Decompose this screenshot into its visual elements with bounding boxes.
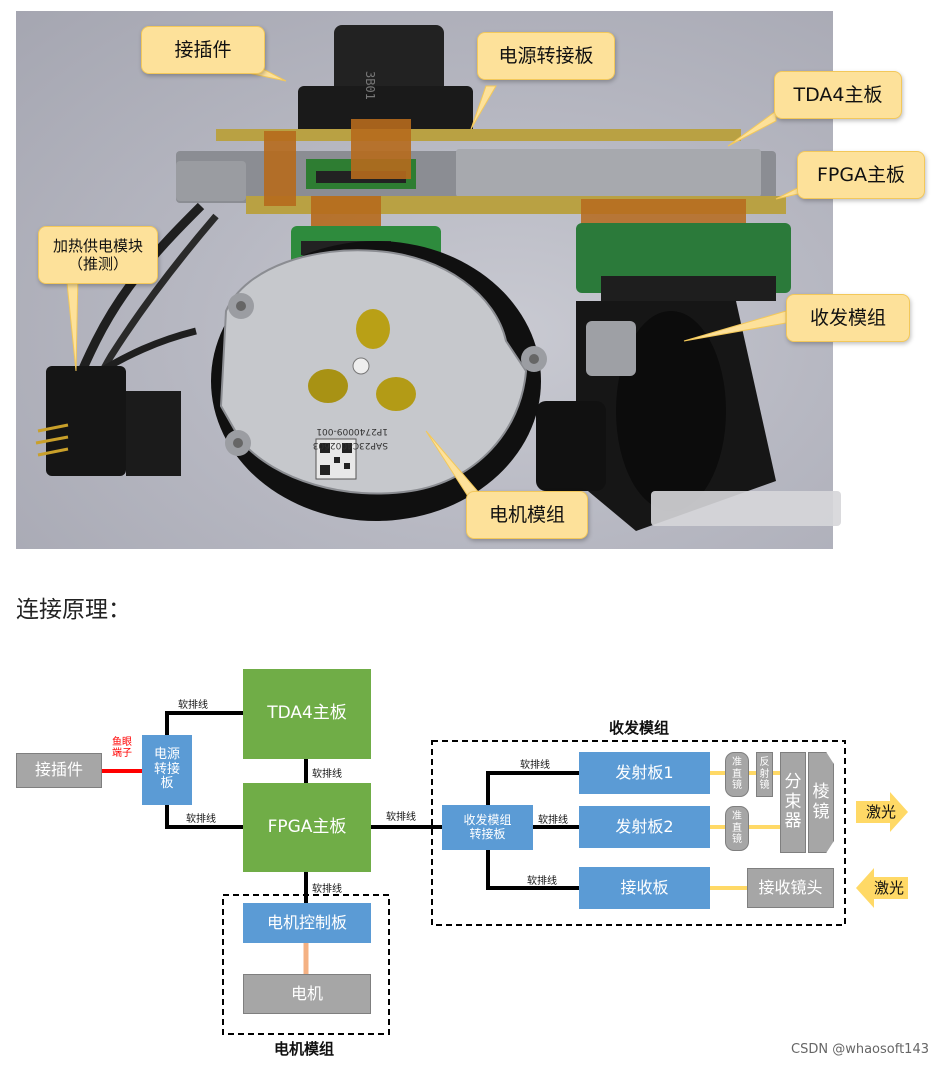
laser-in-arrow xyxy=(856,868,908,908)
motor-group-title: 电机模组 xyxy=(274,1040,335,1058)
emitter1-box: 发射板1 xyxy=(579,752,710,794)
trx-group-border xyxy=(431,740,846,926)
heater-module-shape xyxy=(46,366,126,476)
connector-callout: 接插件 xyxy=(141,26,265,74)
lidar-photo-illustration: 3B01 xyxy=(35,25,841,531)
connector-mark: 3B01 xyxy=(363,71,377,100)
laser-out-label: 激光 xyxy=(866,803,897,821)
ffc-label-trx-emitter1: 软排线 xyxy=(520,760,550,771)
laser-out-arrow xyxy=(856,792,908,832)
ffc-label-fpga-trx: 软排线 xyxy=(386,812,416,823)
fisheye-terminal-label: 鱼眼 端子 xyxy=(112,737,132,759)
motor-label-line2: SAP23C4002603 xyxy=(313,440,388,450)
tda4-box: TDA4主板 xyxy=(243,669,371,759)
connection-diagram: 接插件 鱼眼 端子 电源 转接 板 TDA4主板 FPGA主板 电机控制板 电机… xyxy=(0,640,939,1065)
laser-in-label: 激光 xyxy=(874,879,905,897)
ffc-label-tda4-fpga: 软排线 xyxy=(312,769,342,780)
diagram-lines xyxy=(102,711,908,1035)
receiver-box: 接收板 xyxy=(579,867,710,909)
collimator2-box: 准 直 镜 xyxy=(725,806,749,851)
connection-principle-heading: 连接原理： xyxy=(16,597,131,623)
fpga-box: FPGA主板 xyxy=(243,783,371,872)
beam-splitter-box: 分 束 器 xyxy=(780,752,806,853)
heater-callout: 加热供电模块 （推测） xyxy=(38,226,158,284)
power-fpga-link xyxy=(165,805,243,829)
lidar-teardown-photo: 3B01 xyxy=(16,11,925,549)
connector-box: 接插件 xyxy=(16,753,102,788)
collimator1-box: 准 直 镜 xyxy=(725,752,749,797)
heater-callout-line1: 加热供电模块 xyxy=(52,237,143,255)
transceiver-board-shape xyxy=(576,223,791,293)
csdn-watermark: CSDN @whaosoft143 xyxy=(791,1042,929,1057)
power-adapter-box: 电源 转接 板 xyxy=(142,735,192,805)
tda4-board-shape xyxy=(216,129,741,141)
ffc-label-power-fpga: 软排线 xyxy=(186,814,216,825)
motor-plate-shape xyxy=(219,249,528,495)
motor-label-line1: 1P2740009-001 xyxy=(316,426,388,436)
emitter2-box: 发射板2 xyxy=(579,806,710,848)
trx-adapter-box: 收发模组 转接板 xyxy=(442,805,533,850)
ffc-label-trx-receiver: 软排线 xyxy=(527,876,557,887)
trx-group-title: 收发模组 xyxy=(609,719,670,737)
ffc-label-fpga-motor: 软排线 xyxy=(312,884,342,895)
fpga-callout: FPGA主板 xyxy=(797,151,925,199)
ffc-label-trx-emitter2: 软排线 xyxy=(538,815,568,826)
connector-shape xyxy=(334,25,444,95)
power-tda4-link xyxy=(165,711,243,735)
tda4-callout: TDA4主板 xyxy=(774,71,902,119)
heater-callout-line2: （推测） xyxy=(67,255,128,273)
transceiver-callout: 收发模组 xyxy=(786,294,910,342)
motor-control-box: 电机控制板 xyxy=(243,903,371,943)
motor-callout: 电机模组 xyxy=(466,491,588,539)
prism-box: 棱 镜 xyxy=(808,752,834,853)
motor-box: 电机 xyxy=(243,974,371,1014)
receive-lens-box: 接收镜头 xyxy=(747,868,834,908)
ffc-label-power-tda4: 软排线 xyxy=(178,700,208,711)
power-adapter-callout: 电源转接板 xyxy=(477,32,615,80)
reflector-box: 反 射 镜 xyxy=(756,752,773,797)
